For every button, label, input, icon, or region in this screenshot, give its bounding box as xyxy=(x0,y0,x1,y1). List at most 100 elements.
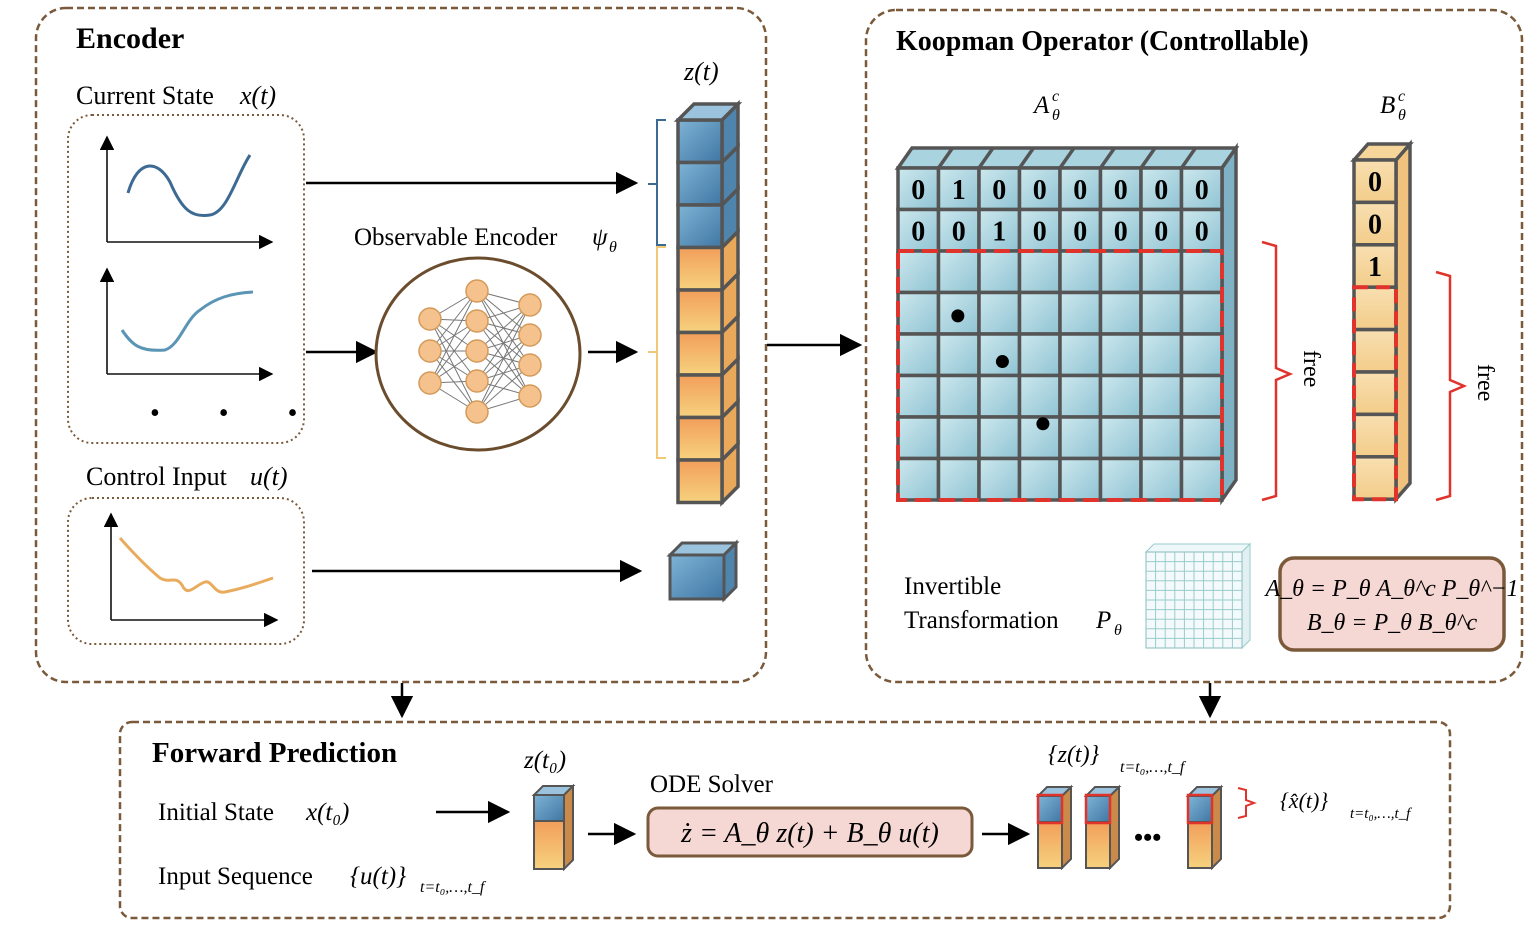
bar-observable-part xyxy=(1037,821,1063,869)
a-matrix-cell xyxy=(896,415,941,461)
input-sequence-symbol: {u(t)} xyxy=(350,863,406,890)
a-matrix-cell xyxy=(1179,373,1224,419)
b-free-label: free xyxy=(1472,364,1498,401)
a-matrix-cell xyxy=(1098,373,1143,419)
current-state-symbol: x(t) xyxy=(239,81,276,110)
a-matrix-cell xyxy=(1058,166,1103,212)
a-matrix-cell xyxy=(1179,456,1224,502)
koopman-panel: Koopman Operator (Controllable) A c θ B … xyxy=(864,8,1524,684)
b-matrix-cell xyxy=(1352,158,1398,205)
encoder-title: Encoder xyxy=(76,22,184,55)
koopman-title: Koopman Operator (Controllable) xyxy=(896,26,1309,57)
a-matrix-top-line xyxy=(1018,146,1035,170)
trajectory-bar xyxy=(1083,784,1122,871)
neuron xyxy=(465,309,489,333)
control-cube xyxy=(666,539,740,603)
invertible-matrix-icon xyxy=(1144,542,1252,650)
invertible-label-line1: Invertible xyxy=(904,573,1001,600)
trajectory-bar xyxy=(1185,784,1224,871)
neuron xyxy=(418,371,442,395)
invertible-sub: θ xyxy=(1114,622,1122,639)
observable-cell xyxy=(676,415,724,462)
b-matrix-cell xyxy=(1352,455,1398,501)
a-matrix-cell xyxy=(1179,415,1224,461)
ode-formula-box xyxy=(646,806,974,858)
invertible-symbol: P xyxy=(1095,607,1111,634)
observable-cell xyxy=(676,373,724,420)
control-curve xyxy=(118,537,274,594)
input-sequence-label: Input Sequence xyxy=(158,863,313,890)
a-matrix-value: 0 xyxy=(1195,216,1209,247)
a-matrix-cell xyxy=(896,249,941,295)
neuron xyxy=(518,384,542,408)
a-matrix-cell xyxy=(1139,332,1184,378)
latent-label: z(t) xyxy=(683,57,719,86)
b-matrix-value: 1 xyxy=(1368,252,1382,283)
a-matrix-cell xyxy=(1139,249,1184,295)
state-curve-2 xyxy=(120,290,254,352)
a-matrix-cell xyxy=(977,166,1022,212)
control-input-symbol: u(t) xyxy=(250,462,288,491)
xhat-set-label: {x̂(t)} xyxy=(1280,788,1328,813)
a-matrix-cell xyxy=(1058,373,1103,419)
a-matrix-value: 0 xyxy=(992,175,1006,206)
a-matrix-symbol: A xyxy=(1032,92,1050,119)
latent-state-brace xyxy=(648,119,666,246)
b-matrix-cell xyxy=(1352,243,1398,289)
b-matrix-sup: c xyxy=(1398,88,1405,105)
a-matrix-sub: θ xyxy=(1052,107,1060,124)
a-matrix-value: 0 xyxy=(1073,175,1087,206)
a-matrix-cell xyxy=(1179,332,1224,378)
state-curve-1 xyxy=(126,154,252,218)
a-matrix-cell xyxy=(1058,249,1103,295)
a-matrix-value: 0 xyxy=(911,216,925,247)
a-matrix-cell xyxy=(977,456,1022,502)
neuron xyxy=(465,339,489,363)
ode-formula: ż = A_θ z(t) + B_θ u(t) xyxy=(680,818,939,849)
a-matrix-cell xyxy=(896,332,941,378)
bar-observable-part xyxy=(533,820,565,870)
a-free-region xyxy=(896,249,1224,502)
z0-bar xyxy=(531,783,576,872)
diagonal-dot xyxy=(995,355,1009,369)
encoder-panel: Encoder Current State x(t) • • • Control… xyxy=(34,6,768,684)
a-matrix-top-line xyxy=(1058,146,1076,170)
a-matrix-cell xyxy=(936,373,981,419)
a-matrix-cell xyxy=(896,207,941,253)
latent-vector xyxy=(673,99,743,507)
b-matrix-side xyxy=(1394,139,1412,504)
xhat-set-sub: t=t₀,…,t_f xyxy=(1350,806,1412,822)
a-matrix-cell xyxy=(1098,456,1143,502)
xhat-brace xyxy=(1237,787,1257,819)
a-matrix-value: 0 xyxy=(1073,216,1087,247)
a-matrix-cell xyxy=(977,249,1022,295)
formula-line2: B_θ = P_θ B_θ^c xyxy=(1307,610,1478,636)
bar-observable-part xyxy=(1187,821,1213,869)
a-matrix-cell xyxy=(936,249,981,295)
z0-label: z(t₀) xyxy=(523,747,566,774)
a-matrix-cell xyxy=(1179,290,1224,336)
a-matrix-value: 0 xyxy=(1033,175,1047,206)
state-cell xyxy=(676,203,724,250)
b-matrix-value: 0 xyxy=(1368,167,1382,198)
a-matrix-cell xyxy=(1139,166,1184,212)
current-state-label: Current State xyxy=(76,81,214,110)
a-matrix-cell xyxy=(1017,290,1062,336)
a-matrix-value: 0 xyxy=(911,175,925,206)
forward-panel: Forward Prediction Initial State x(t₀) I… xyxy=(118,720,1452,920)
a-matrix-cell xyxy=(896,290,941,336)
a-matrix-cell xyxy=(936,415,981,461)
a-matrix-cell xyxy=(1179,249,1224,295)
b-free-brace xyxy=(1435,270,1468,502)
a-matrix-cell xyxy=(936,456,981,502)
b-matrix-column: 001 xyxy=(1350,139,1414,504)
a-matrix-top-line xyxy=(1180,146,1197,170)
bar-state-part xyxy=(1037,795,1063,823)
a-matrix-cell xyxy=(1098,332,1143,378)
a-matrix-cell xyxy=(1017,249,1062,295)
column-top xyxy=(673,102,743,122)
control-plot-box xyxy=(67,497,305,645)
a-matrix-cell xyxy=(1139,456,1184,502)
